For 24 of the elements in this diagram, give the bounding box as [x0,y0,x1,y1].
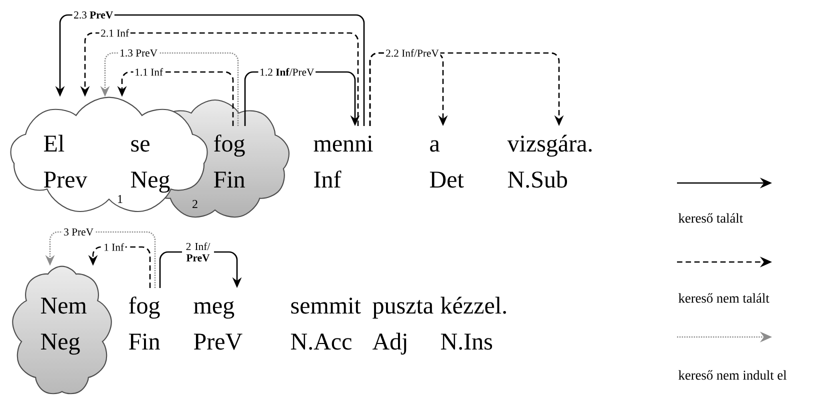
word-with-tag: vizsgára. N.Sub [507,134,592,188]
edge-label: 2 Inf/ PreV [182,241,214,263]
word-with-tag: semmit N.Acc [290,298,361,350]
word-with-tag: menni Inf [314,136,373,188]
legend-text: kereső talált [678,213,743,223]
edge-label: 1.1 Inf [133,66,164,78]
word-with-tag: puszta Adj [372,300,434,355]
word-with-tag: kézzel. N.Ins [440,296,506,350]
cloud-shape [12,266,112,394]
edge-label: 1.2 Inf/PreV [258,66,316,78]
edge-label: 2.3 PreV [72,10,114,20]
word-with-tag: fog Fin [128,296,160,350]
edge-label: 2.2 Inf/PreV [384,48,440,58]
word-with-tag: meg PreV [194,301,242,350]
word-with-tag: El Prev [44,134,88,188]
edge-label: 2.1 Inf [99,28,130,38]
edge-label: 1.3 PreV [118,48,159,58]
word-with-tag: a Det [430,140,464,188]
legend-text: kereső nem talált [678,293,770,303]
edge-label: 3 PreV [62,227,95,237]
word-with-tag: Nem Neg [40,298,87,355]
edge-label: 1 Inf [102,242,126,252]
legend-text: kereső nem indult el [678,370,786,380]
word-with-tag: fog Fin [214,134,245,188]
